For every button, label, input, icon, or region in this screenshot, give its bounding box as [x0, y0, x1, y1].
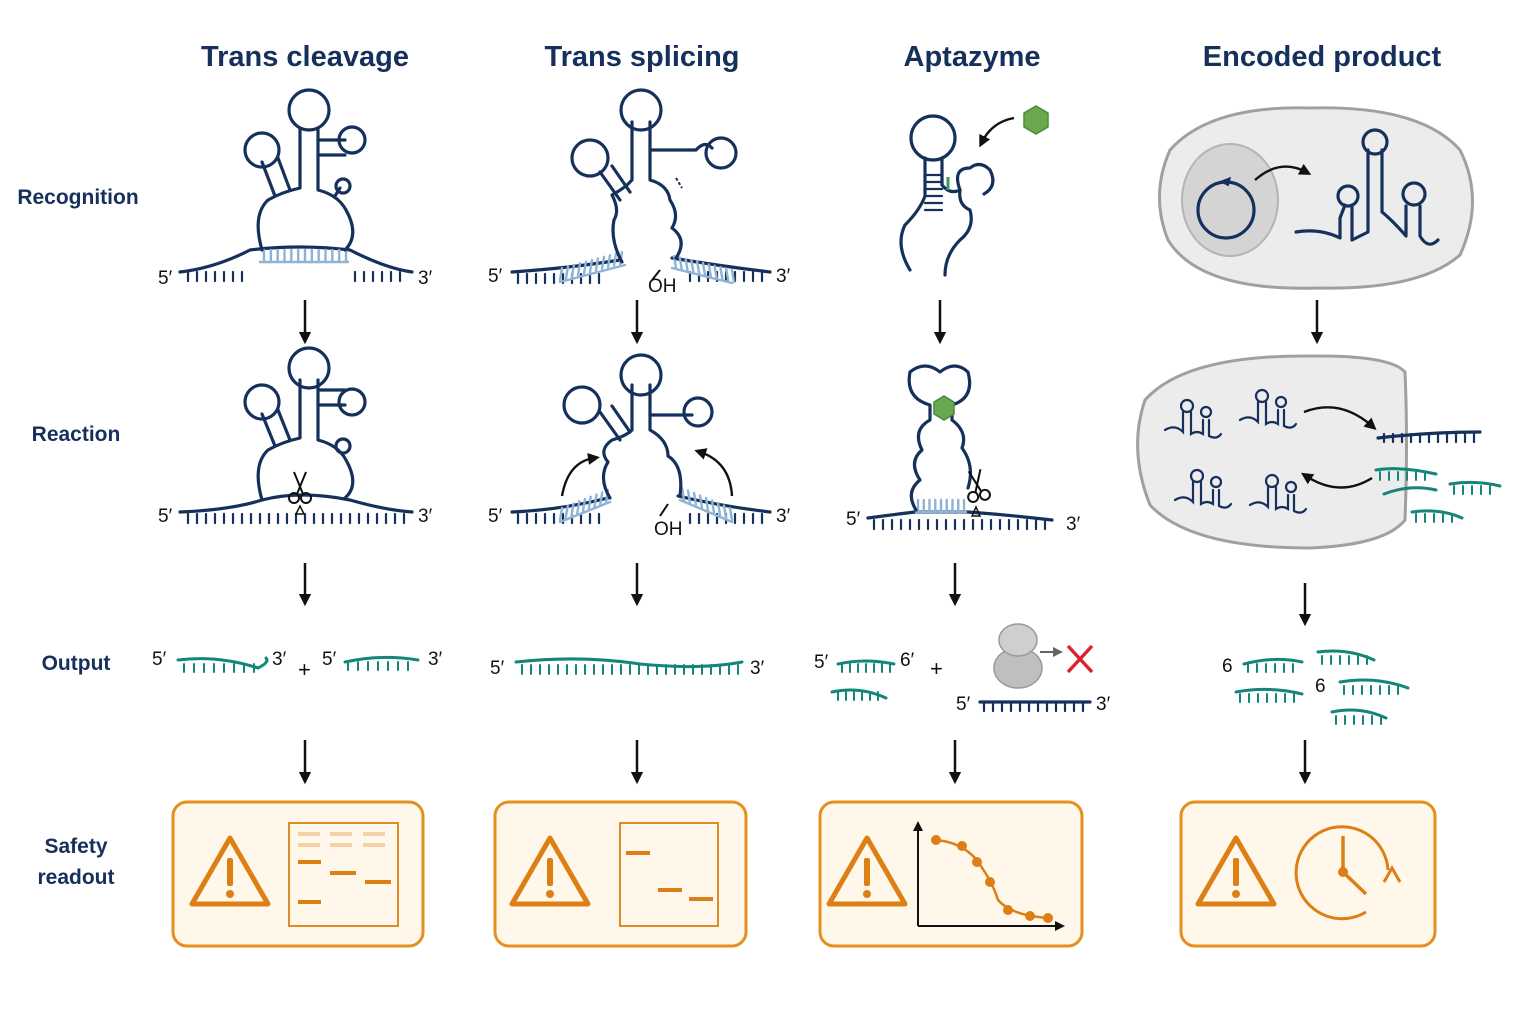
- aptazyme-safety-readout: [818, 800, 1084, 948]
- row-label-output: Output: [42, 652, 111, 675]
- trans-cleavage-recognition: [178, 88, 414, 283]
- scissors-icon: [967, 469, 991, 503]
- aptazyme-reaction: [866, 364, 1054, 531]
- c2-reaction-oh: OH: [654, 519, 683, 540]
- encoded-product-safety-readout: [1179, 800, 1437, 948]
- c1-recognition-3prime: 3′: [418, 268, 433, 289]
- scissors-icon: [288, 471, 312, 504]
- red-x-icon: [1066, 644, 1094, 674]
- c1-output-b-5prime: 5′: [322, 649, 337, 670]
- c3-reaction-5prime: 5′: [846, 509, 861, 530]
- trans-splicing-recognition: [510, 88, 772, 285]
- flow-arrows: [298, 300, 1324, 785]
- warning-triangle-icon: [1195, 835, 1277, 907]
- c3-output-mrna-5prime: 5′: [956, 694, 971, 715]
- row-label-recognition: Recognition: [17, 186, 138, 209]
- c3-output-6prime: 6′: [900, 650, 915, 671]
- c2-output-5prime: 5′: [490, 658, 505, 679]
- c4-output-six-b: 6: [1315, 676, 1326, 697]
- c2-recognition-oh: OH: [648, 276, 677, 297]
- ribosome-icon: [993, 623, 1043, 689]
- column-title-trans-cleavage: Trans cleavage: [201, 41, 409, 73]
- trans-splicing-output: [514, 657, 744, 675]
- c1-reaction-5prime: 5′: [158, 506, 173, 527]
- c2-reaction-3prime: 3′: [776, 506, 791, 527]
- aptazyme-output: [830, 623, 1094, 713]
- c1-reaction-3prime: 3′: [418, 506, 433, 527]
- hexagon-ligand-icon: [933, 395, 955, 421]
- c2-recognition-5prime: 5′: [488, 266, 503, 287]
- c2-recognition-3prime: 3′: [776, 266, 791, 287]
- c1-output-b-3prime: 3′: [428, 649, 443, 670]
- c3-output-5prime: 5′: [814, 652, 829, 673]
- c3-output-plus: +: [930, 656, 943, 681]
- trans-splicing-reaction: [510, 353, 772, 525]
- c1-output-a-3prime: 3′: [272, 649, 287, 670]
- trans-cleavage-output: [176, 655, 420, 673]
- c1-output-plus: +: [298, 657, 311, 682]
- column-title-encoded-product: Encoded product: [1203, 41, 1442, 73]
- gel-bands-icon: [288, 822, 399, 927]
- trans-cleavage-safety-readout: [171, 800, 425, 948]
- column-title-aptazyme: Aptazyme: [904, 41, 1041, 73]
- c4-output-six-a: 6: [1222, 656, 1233, 677]
- warning-triangle-icon: [509, 835, 591, 907]
- encoded-product-reaction: [1136, 354, 1502, 550]
- c2-output-3prime: 3′: [750, 658, 765, 679]
- trans-cleavage-reaction: [178, 346, 414, 525]
- row-label-reaction: Reaction: [32, 423, 121, 446]
- c3-reaction-3prime: 3′: [1066, 514, 1081, 535]
- c1-recognition-5prime: 5′: [158, 268, 173, 289]
- c2-reaction-5prime: 5′: [488, 506, 503, 527]
- warning-triangle-icon: [826, 835, 908, 907]
- column-title-trans-splicing: Trans splicing: [545, 41, 740, 73]
- c3-output-mrna-3prime: 3′: [1096, 694, 1111, 715]
- c1-output-a-5prime: 5′: [152, 649, 167, 670]
- encoded-product-recognition: [1158, 106, 1474, 290]
- trans-splicing-safety-readout: [493, 800, 748, 948]
- row-label-safety-line-2: readout: [37, 866, 114, 889]
- gel-bands-icon: [619, 822, 719, 927]
- warning-triangle-icon: [189, 835, 271, 907]
- encoded-product-output: [1234, 649, 1410, 725]
- clock-cycle-icon: [1294, 825, 1402, 921]
- aptazyme-recognition: [899, 105, 1049, 277]
- dose-response-curve-icon: [913, 821, 1065, 931]
- hexagon-ligand-icon: [1023, 105, 1049, 135]
- row-label-safety-line-1: Safety: [44, 835, 107, 858]
